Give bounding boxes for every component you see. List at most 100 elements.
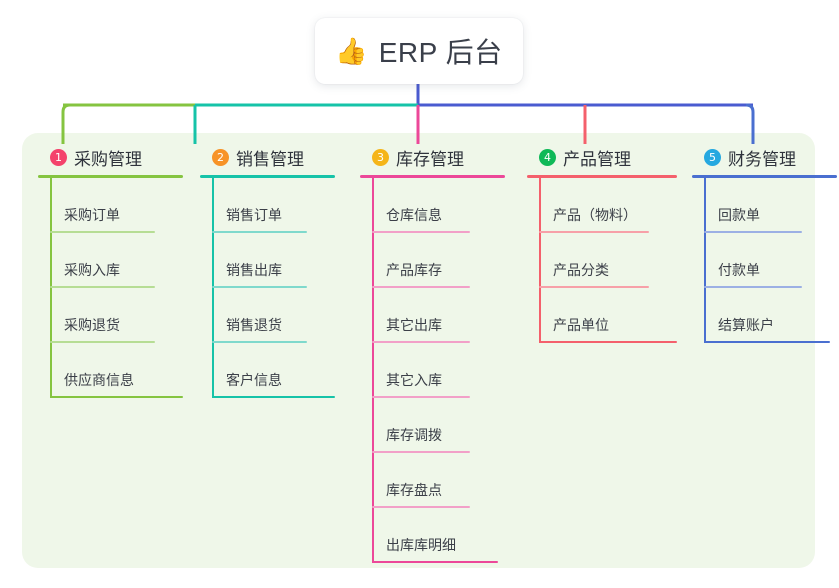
branch-item-label: 销售出库 xyxy=(226,262,282,278)
branch-item[interactable]: 产品分类 xyxy=(527,233,677,288)
branch-item[interactable]: 其它出库 xyxy=(360,288,505,343)
branch-item-label: 出库库明细 xyxy=(386,537,456,553)
branch-spine-5 xyxy=(704,178,706,343)
branch-item[interactable]: 采购退货 xyxy=(38,288,183,343)
branch-item-label: 库存盘点 xyxy=(386,482,442,498)
branch-item-label: 结算账户 xyxy=(718,317,774,333)
branch-item-rule xyxy=(50,396,183,398)
branch-column-4: 4 产品管理产品（物料） 产品分类产品单位 xyxy=(527,144,677,343)
branch-items-2: 销售订单销售出库销售退货客户信息 xyxy=(200,178,335,398)
branch-item-label: 采购退货 xyxy=(64,317,120,333)
branch-item-label: 产品（物料） xyxy=(553,207,637,223)
branch-title-2: 销售管理 xyxy=(236,149,304,169)
branch-item-rule xyxy=(704,286,802,288)
branch-items-4: 产品（物料） 产品分类产品单位 xyxy=(527,178,677,343)
branch-item-label: 销售退货 xyxy=(226,317,282,333)
branch-item-rule xyxy=(212,231,307,233)
branch-header-3[interactable]: 3 库存管理 xyxy=(360,144,505,170)
branch-item[interactable]: 其它入库 xyxy=(360,343,505,398)
branch-column-3: 3 库存管理仓库信息产品库存其它出库其它入库库存调拨库存盘点出库库明细 xyxy=(360,144,505,563)
branch-item[interactable]: 出库库明细 xyxy=(360,508,505,563)
branch-header-5[interactable]: 5 财务管理 xyxy=(692,144,837,170)
branch-badge-3: 3 xyxy=(372,148,389,166)
branch-item-label: 采购订单 xyxy=(64,207,120,223)
branch-item-rule xyxy=(212,286,307,288)
branch-items-5: 回款单付款单结算账户 xyxy=(692,178,837,343)
branch-item-rule xyxy=(372,561,498,563)
branch-column-5: 5 财务管理回款单付款单结算账户 xyxy=(692,144,837,343)
branch-item-rule xyxy=(539,286,649,288)
branch-item[interactable]: 产品单位 xyxy=(527,288,677,343)
branch-item[interactable]: 销售订单 xyxy=(200,178,335,233)
branch-item[interactable]: 仓库信息 xyxy=(360,178,505,233)
branch-spine-3 xyxy=(372,178,374,563)
branch-item[interactable]: 销售退货 xyxy=(200,288,335,343)
branch-item[interactable]: 供应商信息 xyxy=(38,343,183,398)
branch-title-3: 库存管理 xyxy=(396,149,464,169)
branch-item[interactable]: 采购订单 xyxy=(38,178,183,233)
branch-items-1: 采购订单采购入库采购退货供应商信息 xyxy=(38,178,183,398)
branch-item[interactable]: 产品（物料） xyxy=(527,178,677,233)
thumbs-up-icon: 👍 xyxy=(335,36,368,66)
branch-item-rule xyxy=(372,286,470,288)
branch-item-rule xyxy=(704,341,830,343)
branch-item-label: 库存调拨 xyxy=(386,427,442,443)
branch-item[interactable]: 付款单 xyxy=(692,233,837,288)
branch-item[interactable]: 销售出库 xyxy=(200,233,335,288)
branch-item-label: 产品库存 xyxy=(386,262,442,278)
branch-item-rule xyxy=(372,506,470,508)
branch-rule-5 xyxy=(692,175,837,178)
branch-item[interactable]: 库存盘点 xyxy=(360,453,505,508)
branch-header-4[interactable]: 4 产品管理 xyxy=(527,144,677,170)
branch-item-label: 其它出库 xyxy=(386,317,442,333)
branch-item[interactable]: 客户信息 xyxy=(200,343,335,398)
branch-spine-1 xyxy=(50,178,52,398)
branch-item-rule xyxy=(372,231,470,233)
branch-badge-4: 4 xyxy=(539,148,556,166)
branch-item-rule xyxy=(50,286,155,288)
branch-item-label: 其它入库 xyxy=(386,372,442,388)
branch-item[interactable]: 产品库存 xyxy=(360,233,505,288)
branch-item-label: 产品分类 xyxy=(553,262,609,278)
branch-badge-1: 1 xyxy=(50,148,67,166)
branch-item-rule xyxy=(212,341,307,343)
branch-title-4: 产品管理 xyxy=(563,149,631,169)
branch-rule-4 xyxy=(527,175,677,178)
branch-rule-2 xyxy=(200,175,335,178)
branch-item-label: 采购入库 xyxy=(64,262,120,278)
branch-item-rule xyxy=(372,341,470,343)
branch-item[interactable]: 库存调拨 xyxy=(360,398,505,453)
branch-item-label: 供应商信息 xyxy=(64,372,134,388)
branch-item-rule xyxy=(704,231,802,233)
branch-item-rule xyxy=(372,451,470,453)
branch-item-rule xyxy=(50,231,155,233)
branch-spine-2 xyxy=(212,178,214,398)
branch-item-label: 仓库信息 xyxy=(386,207,442,223)
branch-items-3: 仓库信息产品库存其它出库其它入库库存调拨库存盘点出库库明细 xyxy=(360,178,505,563)
branch-item-rule xyxy=(212,396,335,398)
branch-title-5: 财务管理 xyxy=(728,149,796,169)
branch-item-label: 付款单 xyxy=(718,262,760,278)
branch-item[interactable]: 回款单 xyxy=(692,178,837,233)
branch-item-label: 产品单位 xyxy=(553,317,609,333)
branch-badge-5: 5 xyxy=(704,148,721,166)
root-title: ERP 后台 xyxy=(378,37,503,68)
diagram-background-panel xyxy=(22,133,815,568)
branch-item-rule xyxy=(539,341,677,343)
branch-item-label: 客户信息 xyxy=(226,372,282,388)
branch-item-label: 回款单 xyxy=(718,207,760,223)
root-node[interactable]: 👍 ERP 后台 xyxy=(315,18,523,84)
branch-item[interactable]: 结算账户 xyxy=(692,288,837,343)
branch-item-rule xyxy=(539,231,649,233)
branch-rule-1 xyxy=(38,175,183,178)
branch-spine-4 xyxy=(539,178,541,343)
branch-item[interactable]: 采购入库 xyxy=(38,233,183,288)
branch-item-label: 销售订单 xyxy=(226,207,282,223)
branch-item-rule xyxy=(50,341,155,343)
branch-item-rule xyxy=(372,396,470,398)
